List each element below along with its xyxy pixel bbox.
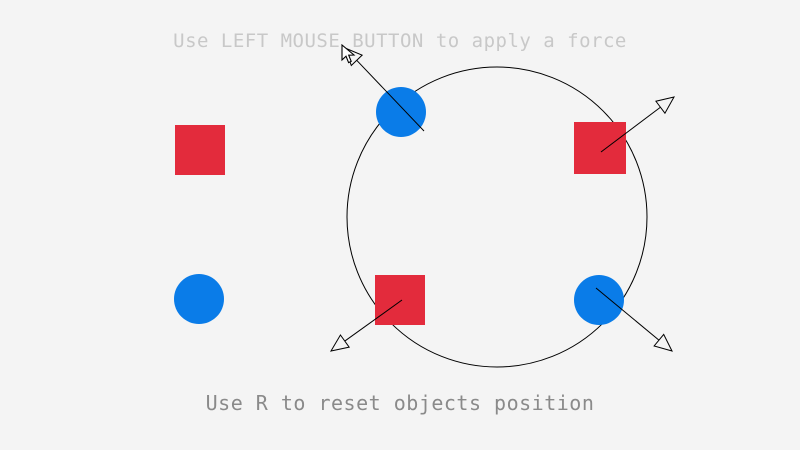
body-circle-track-right[interactable]: [574, 275, 624, 325]
body-square-left[interactable]: [175, 125, 225, 175]
body-square-track-bottom[interactable]: [375, 275, 425, 325]
force-vector-shaft: [600, 106, 661, 153]
body-square-track-right[interactable]: [574, 122, 626, 174]
force-vector-arrowhead: [653, 333, 673, 352]
body-circle-track-top[interactable]: [376, 87, 426, 137]
hint-apply-force: Use LEFT MOUSE BUTTON to apply a force: [173, 30, 627, 52]
circular-track: [346, 66, 648, 368]
hint-reset-objects: Use R to reset objects position: [205, 391, 595, 415]
force-vector-square-track-bottom: [329, 299, 403, 352]
force-vector-arrowhead: [655, 96, 675, 115]
force-vector-shaft: [595, 287, 660, 341]
force-vector-shaft: [356, 59, 425, 132]
force-vector-square-track-right: [600, 96, 675, 153]
force-vector-circle-track-right: [595, 287, 673, 352]
body-circle-left[interactable]: [174, 274, 224, 324]
force-vector-arrowhead: [329, 334, 351, 352]
force-vector-shaft: [344, 299, 403, 342]
